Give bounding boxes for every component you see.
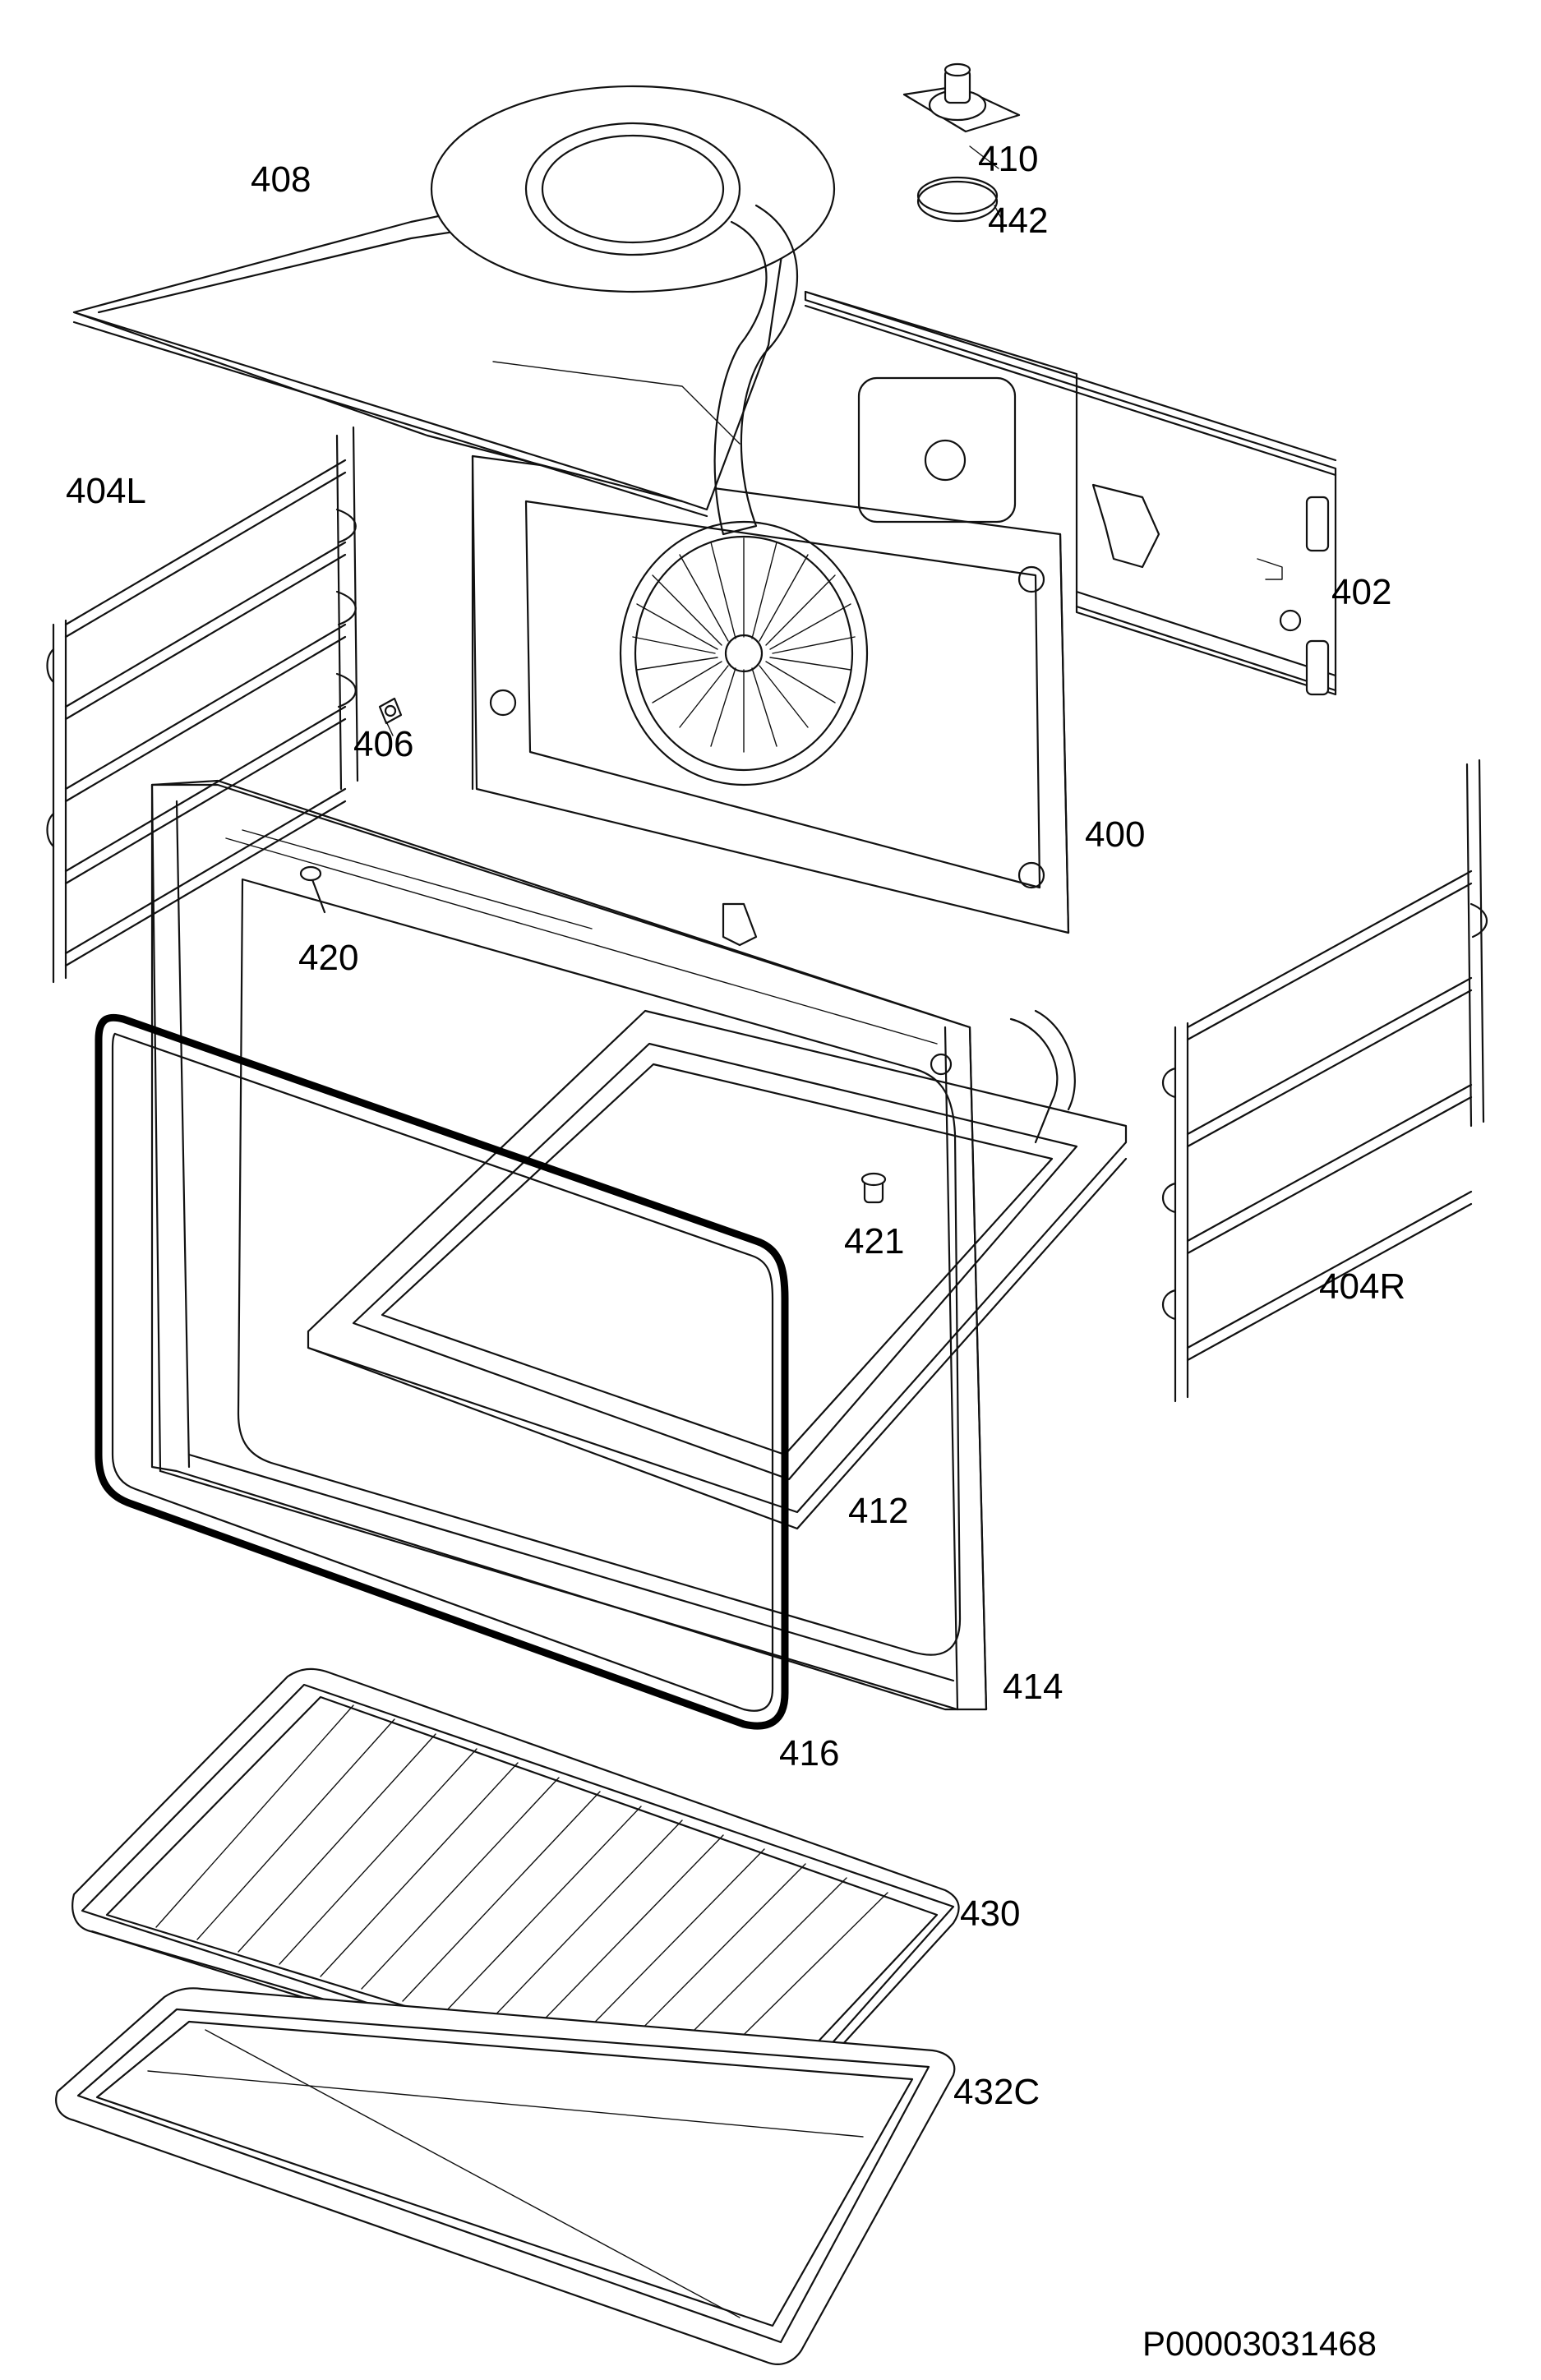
part-421-screw: [860, 1172, 887, 1204]
label-410: 410: [978, 139, 1038, 179]
label-421: 421: [844, 1221, 904, 1261]
label-442: 442: [988, 201, 1048, 241]
label-430: 430: [960, 1893, 1020, 1934]
part-420-screw: [299, 865, 326, 914]
label-400: 400: [1085, 814, 1145, 855]
label-404L: 404L: [66, 471, 146, 511]
label-408: 408: [251, 159, 311, 200]
label-414: 414: [1003, 1667, 1063, 1707]
label-406: 406: [353, 724, 413, 764]
label-402: 402: [1331, 572, 1391, 612]
part-404R-rack: [1162, 759, 1488, 1403]
part-432C-tray: [55, 1987, 956, 2365]
label-420: 420: [298, 938, 358, 978]
part-442-cap: [916, 176, 999, 223]
part-410: [902, 62, 1021, 133]
part-406-clip: [378, 697, 403, 725]
part-412-frame: [307, 1009, 1128, 1530]
label-404R: 404R: [1319, 1266, 1405, 1307]
label-432C: 432C: [953, 2072, 1040, 2112]
leader-lines: [385, 145, 1002, 736]
part-414-front-frame: [150, 779, 988, 1711]
part-416-door-gasket: [95, 1013, 789, 1730]
document-id: P00003031468: [1142, 2324, 1377, 2363]
part-402-rail: [804, 290, 1337, 696]
part-408-top-shield: [72, 85, 836, 536]
part-404L-rack: [46, 426, 359, 984]
label-412: 412: [848, 1491, 908, 1531]
part-400-back-panel: [471, 376, 1070, 934]
label-416: 416: [779, 1733, 839, 1773]
